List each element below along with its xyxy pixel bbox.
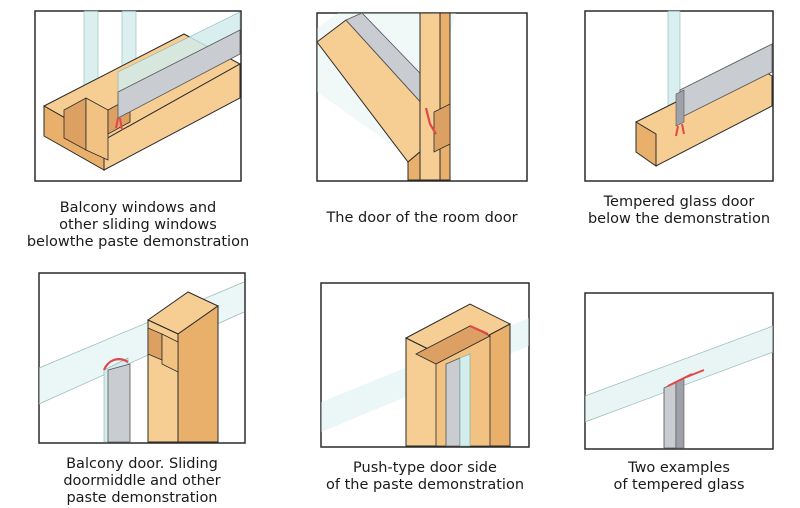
caption-line: of the paste demonstration bbox=[325, 477, 525, 493]
panel-room-door: The door of the room door bbox=[316, 12, 528, 226]
caption-line: The door of the room door bbox=[326, 210, 518, 226]
tempered-glass-door-illustration bbox=[584, 10, 774, 182]
caption-line: Balcony windows and bbox=[59, 200, 217, 216]
caption-line: Balcony door. Sliding bbox=[66, 456, 218, 472]
caption-2: The door of the room door bbox=[296, 210, 548, 227]
tempered-glass-examples-illustration bbox=[584, 292, 774, 450]
caption-3: Tempered glass door below the demonstrat… bbox=[570, 194, 788, 228]
panel-balcony-door: Balcony door. Sliding doormiddle and oth… bbox=[38, 272, 246, 506]
caption-line: doormiddle and other bbox=[63, 473, 221, 489]
caption-line: Two examples bbox=[628, 460, 730, 476]
caption-line: Push-type door side bbox=[353, 460, 497, 476]
caption-line: other sliding windows bbox=[59, 217, 217, 233]
panel-tempered-glass-door: Tempered glass door below the demonstrat… bbox=[584, 10, 774, 227]
push-type-door-illustration bbox=[320, 282, 530, 448]
panel-tempered-glass-examples: Two examples of tempered glass bbox=[584, 292, 774, 493]
caption-line: paste demonstration bbox=[66, 490, 218, 506]
caption-line: below the demonstration bbox=[587, 211, 771, 227]
caption-5: Push-type door side of the paste demonst… bbox=[304, 460, 546, 494]
panel-balcony-window: Balcony windows and other sliding window… bbox=[27, 10, 249, 250]
panel-push-type-door: Push-type door side of the paste demonst… bbox=[320, 282, 530, 493]
caption-6: Two examples of tempered glass bbox=[574, 460, 784, 494]
caption-1: Balcony windows and other sliding window… bbox=[14, 200, 262, 251]
room-door-illustration bbox=[316, 12, 528, 182]
balcony-window-illustration bbox=[34, 10, 242, 182]
caption-4: Balcony door. Sliding doormiddle and oth… bbox=[20, 456, 264, 507]
balcony-door-illustration bbox=[38, 272, 246, 444]
caption-line: belowthe paste demonstration bbox=[26, 234, 250, 250]
caption-line: Tempered glass door bbox=[603, 194, 755, 210]
caption-line: of tempered glass bbox=[613, 477, 745, 493]
